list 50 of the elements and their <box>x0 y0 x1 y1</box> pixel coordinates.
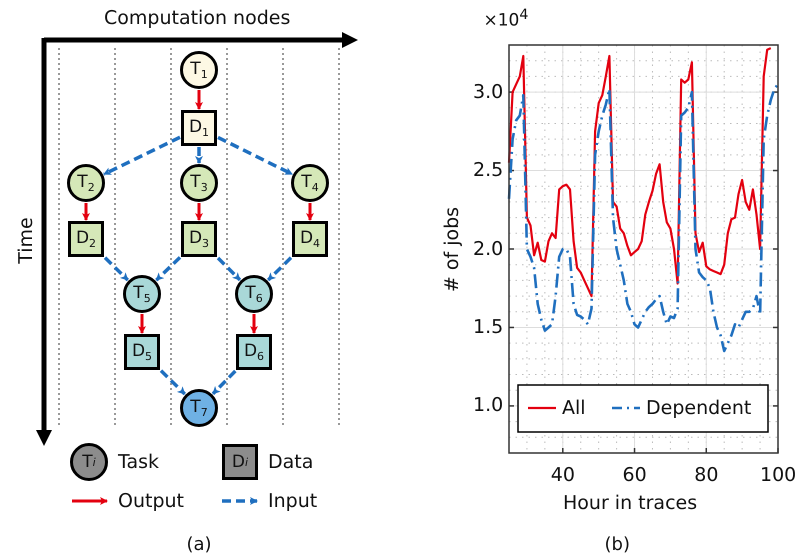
data-square: D$_{3}$ <box>181 221 217 257</box>
input-arrow <box>212 370 237 395</box>
input-arrow <box>160 369 186 396</box>
task-circle: T$_{5}$ <box>123 275 161 313</box>
tick-label: 60 <box>622 466 647 484</box>
task-circle: T$_{7}$ <box>180 389 218 427</box>
input-arrow <box>267 256 292 282</box>
tick-label: 80 <box>694 466 718 484</box>
input-arrow <box>195 147 203 164</box>
legend-label: Task <box>118 452 160 472</box>
task-circle: T$_{6}$ <box>235 275 273 313</box>
task-circle: T$_{2}$ <box>67 164 105 202</box>
input-arrow <box>217 136 293 176</box>
legend-label: Input <box>268 492 318 510</box>
panel-caption: (b) <box>604 536 630 554</box>
axis-title: # of jobs <box>442 206 462 292</box>
tick-label: 40 <box>550 466 575 484</box>
input-arrow <box>155 256 182 282</box>
output-arrow <box>82 203 90 221</box>
legend-label: All <box>562 398 586 418</box>
axis-title: Hour in traces <box>563 494 698 512</box>
tick-label: 100 <box>760 466 796 484</box>
task-circle: T$_{1}$ <box>180 51 218 89</box>
output-arrow <box>138 314 146 334</box>
output-arrow <box>250 314 258 334</box>
panel-caption: (a) <box>186 536 212 554</box>
input-arrow <box>104 256 129 282</box>
data-square: D$_{6}$ <box>236 334 272 370</box>
tick-label: 1.5 <box>473 318 504 337</box>
output-arrow <box>195 203 203 221</box>
legend-label: Output <box>118 492 184 510</box>
tick-label: 3.0 <box>473 82 504 102</box>
task-circle: T$_{3}$ <box>180 164 218 202</box>
input-arrow <box>216 256 242 282</box>
axis-label: Time <box>16 216 36 264</box>
data-square: D$_{4}$ <box>292 221 328 257</box>
tick-label: 1.0 <box>473 396 504 416</box>
legend-label: Data <box>268 452 314 472</box>
data-square: D$_{1}$ <box>181 110 217 146</box>
axis-multiplier: ×10$^{4}$ <box>484 8 528 30</box>
data-square: D$_{5}$ <box>124 334 160 370</box>
output-arrow <box>306 203 314 221</box>
legend-label: Dependent <box>646 398 752 418</box>
data-square: D$_{2}$ <box>68 221 104 257</box>
axis-label: Computation nodes <box>104 8 290 28</box>
tick-label: 2.5 <box>473 161 504 180</box>
tick-label: 2.0 <box>473 240 504 258</box>
task-circle: T$_{4}$ <box>291 164 329 202</box>
input-arrow <box>103 136 181 176</box>
output-arrow <box>195 90 203 110</box>
